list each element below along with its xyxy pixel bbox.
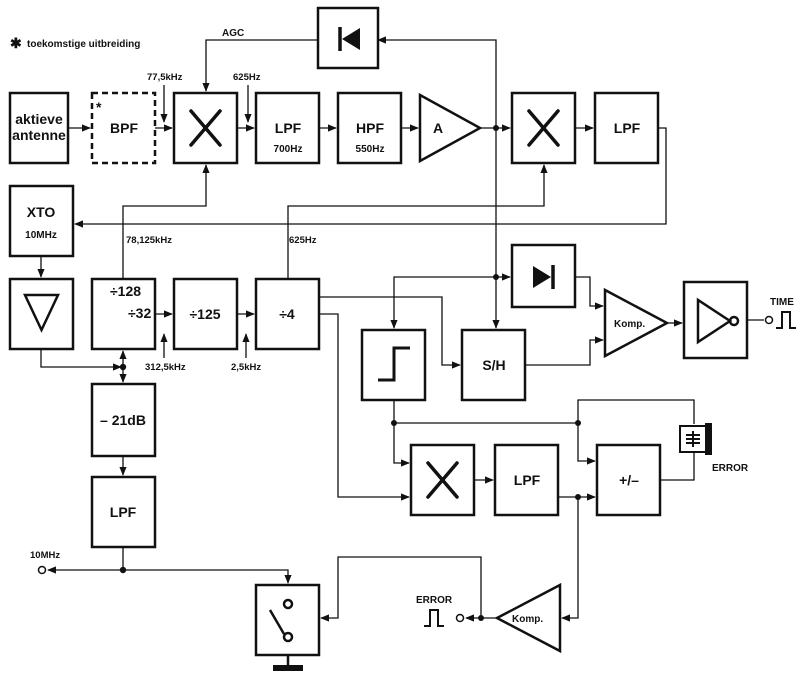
agc-label: AGC (222, 28, 244, 39)
lpf-error-label: LPF (514, 472, 541, 488)
freq-10mhz-label: 10MHz (30, 550, 60, 561)
buffer-triangle-icon (23, 293, 60, 333)
divider-32-label: ÷32 (128, 305, 151, 321)
switch-icon (268, 598, 294, 668)
comparator-top-label: Komp. (614, 319, 645, 330)
lpf-error-block (493, 443, 560, 517)
buffer-block (8, 277, 75, 351)
terminal-error (455, 613, 465, 623)
sample-hold-label: S/H (482, 357, 505, 373)
bpf-label: BPF (110, 120, 138, 136)
inverter-icon (696, 297, 740, 345)
xto-label: XTO (27, 204, 56, 220)
comparator-top (603, 287, 670, 359)
divider-125-label: ÷125 (189, 306, 220, 322)
amp-label: A (433, 120, 443, 136)
comparator-bottom (494, 582, 562, 654)
legend-text: toekomstige uitbreiding (27, 39, 140, 50)
ground-icon (273, 665, 303, 671)
terminal-10mhz (37, 565, 47, 575)
error-pulse-icon (424, 609, 444, 627)
detector-diode-icon (533, 265, 555, 289)
time-pulse-icon (776, 311, 796, 329)
hpf-550-freq: 550Hz (356, 144, 385, 155)
lpf-out-label: LPF (614, 120, 641, 136)
antenna-label-1: aktieve (15, 111, 63, 127)
hpf-550-label: HPF (356, 120, 384, 136)
freq-78-125-label: 78,125kHz (126, 235, 172, 246)
freq-625-mid-label: 625Hz (289, 235, 317, 246)
mixer-2-cross-icon (527, 109, 560, 147)
lpf-10mhz-label: LPF (110, 504, 137, 520)
legend-symbol: ✱ (10, 35, 22, 51)
error-meter-icon (679, 423, 712, 455)
junction-dots (119, 125, 581, 621)
terminal-time (764, 315, 774, 325)
divider-4-label: ÷4 (279, 306, 295, 322)
comparator-bottom-label: Komp. (512, 614, 543, 625)
mixer-1-cross-icon (189, 109, 222, 147)
antenna-label-2: antenne (12, 127, 66, 143)
lpf-700-freq: 700Hz (274, 144, 303, 155)
agc-diode-icon (338, 27, 360, 51)
error-out-label: ERROR (416, 595, 453, 606)
amplifier-A (418, 92, 483, 164)
attenuator-label: – 21dB (100, 412, 146, 428)
bpf-block (90, 91, 157, 165)
detector-block (510, 243, 577, 309)
error-meter-label: ERROR (712, 463, 749, 474)
freq-2-5-label: 2,5kHz (231, 362, 261, 373)
divider-128-label: ÷128 (110, 283, 141, 299)
step-icon (378, 346, 410, 382)
freq-625-top-label: 625Hz (233, 72, 261, 83)
freq-312-5-label: 312,5kHz (145, 362, 186, 373)
xto-freq: 10MHz (25, 230, 57, 241)
time-label: TIME (770, 297, 794, 308)
bpf-mark: * (96, 99, 102, 115)
mixer-3-cross-icon (426, 461, 459, 499)
switch-block (254, 583, 321, 657)
freq-77-5-label: 77,5kHz (147, 72, 183, 83)
lpf-700-label: LPF (275, 120, 302, 136)
plus-minus-label: +/– (619, 472, 639, 488)
xto-block (8, 184, 75, 258)
